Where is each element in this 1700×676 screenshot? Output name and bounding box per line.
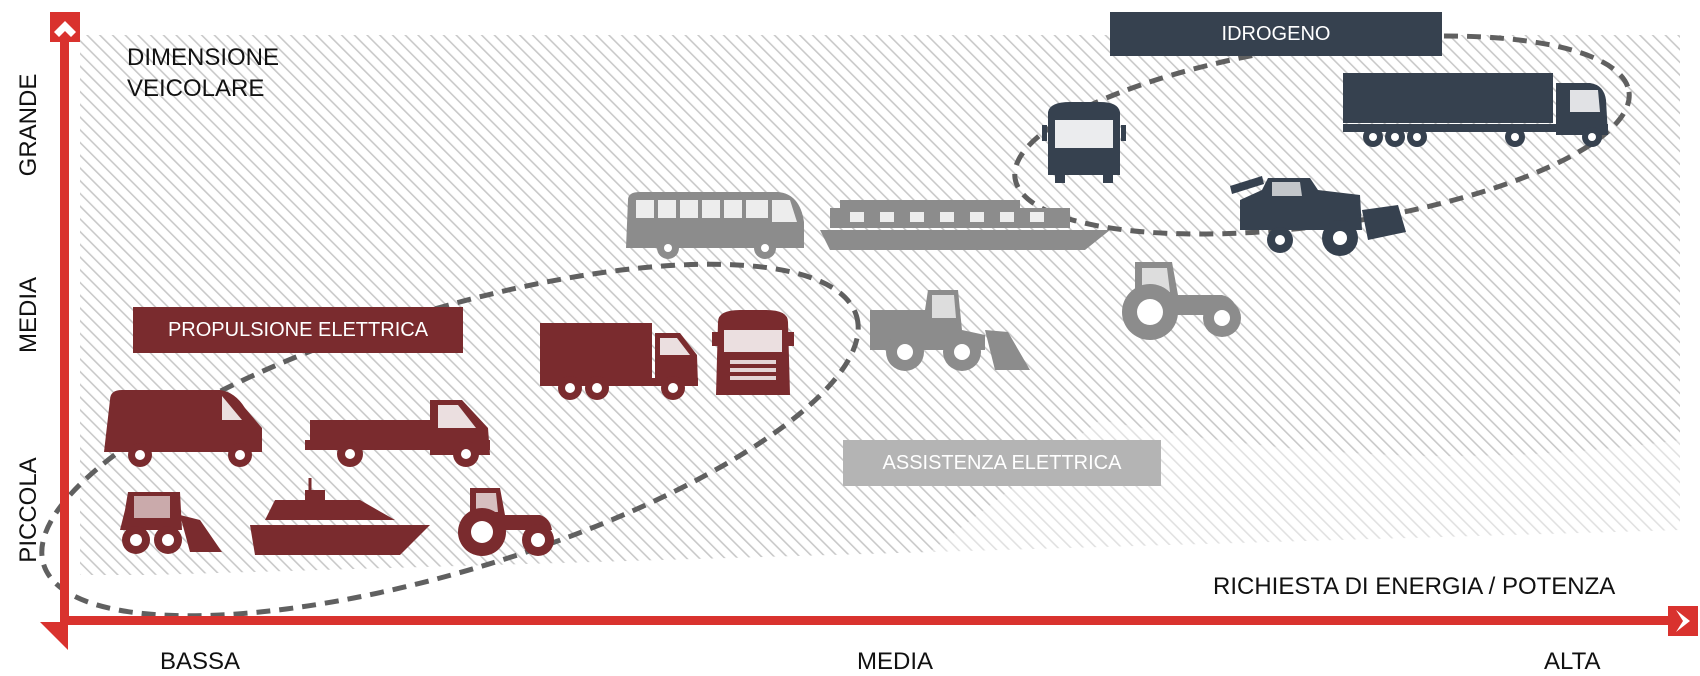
y-axis-title-line1: DIMENSIONE [127,44,280,71]
electric-group-outline [39,261,861,619]
y-axis-arrow-icon [50,12,80,42]
city-bus-icon [1042,102,1126,183]
x-level-medium: MEDIA [857,648,934,675]
hydrogen-label: IDROGENO [1110,12,1442,56]
ferry-icon [820,200,1110,250]
x-axis-title: RICHIESTA DI ENERGIA / POTENZA [1213,573,1616,600]
truck-cab-icon [712,310,794,395]
skid-steer-loader-icon [120,492,222,554]
box-truck-icon [540,323,698,400]
compact-tractor-icon [458,488,554,556]
x-axis-line [60,616,1680,625]
motorboat-icon [250,478,430,555]
tractor-icon [1122,262,1241,340]
wheel-loader-icon [870,290,1030,371]
combine-harvester-icon [1230,176,1406,256]
y-level-large: GRANDE [15,73,42,177]
y-level-medium: MEDIA [15,277,42,354]
y-axis-line [60,30,69,625]
origin-corner-icon [40,622,68,650]
semi-truck-icon [1343,73,1608,147]
x-level-high: ALTA [1544,648,1601,675]
y-level-small: PICCOLA [15,457,42,563]
x-axis-arrow-icon [1668,606,1698,636]
flatbed-truck-icon [305,400,490,467]
y-axis-title-line2: VEICOLARE [127,75,265,102]
van-icon [104,390,262,467]
electric-assist-label: ASSISTENZA ELETTRICA [843,440,1161,486]
y-axis-title: DIMENSIONE VEICOLARE [127,42,279,104]
electric-propulsion-label: PROPULSIONE ELETTRICA [133,307,463,353]
x-level-low: BASSA [160,648,241,675]
coach-bus-icon [626,192,804,259]
